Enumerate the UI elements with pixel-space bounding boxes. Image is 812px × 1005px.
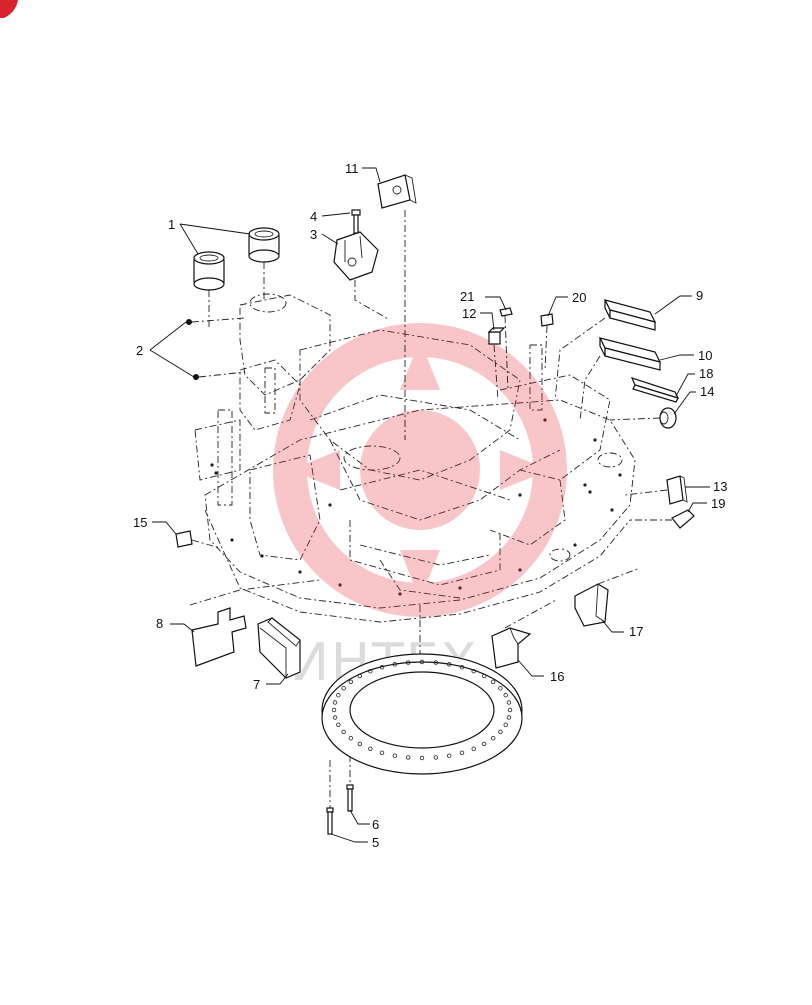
callout-16: 16 bbox=[550, 669, 564, 684]
callout-8: 8 bbox=[156, 616, 163, 631]
ring-bolt-hole bbox=[447, 753, 452, 758]
corner-badge-icon bbox=[0, 0, 18, 18]
ring-bolt-hole bbox=[331, 707, 337, 713]
callout-18: 18 bbox=[699, 366, 713, 381]
part-counterweight-16 bbox=[491, 599, 557, 669]
ring-bolt-hole bbox=[447, 662, 452, 667]
ring-bolt-hole bbox=[406, 755, 411, 760]
ring-bolt-hole bbox=[471, 669, 476, 674]
callout-13: 13 bbox=[713, 479, 727, 494]
callout-15: 15 bbox=[133, 515, 147, 530]
ring-bolt-hole bbox=[336, 693, 341, 698]
leader-lines bbox=[149, 167, 710, 843]
ring-bolt-hole bbox=[459, 750, 465, 755]
part-bracket-3 bbox=[333, 231, 391, 321]
part-bolt-6 bbox=[346, 784, 354, 812]
ring-bolt-hole bbox=[506, 715, 512, 720]
callout-12: 12 bbox=[462, 306, 476, 321]
callout-4: 4 bbox=[310, 209, 317, 224]
part-bolt-4 bbox=[351, 209, 361, 234]
part-strip-18 bbox=[630, 377, 680, 403]
part-bolt-5 bbox=[326, 807, 334, 835]
ring-bolt-hole bbox=[332, 715, 338, 720]
ring-bolt-hole bbox=[348, 679, 353, 684]
part-plate-11 bbox=[377, 174, 417, 440]
ring-bolt-hole bbox=[459, 665, 465, 670]
part-bar-10 bbox=[579, 337, 662, 421]
ring-bolt-hole bbox=[491, 736, 496, 741]
part-counterweight-17 bbox=[574, 567, 641, 627]
callout-5: 5 bbox=[372, 835, 379, 850]
ring-bolt-hole bbox=[336, 722, 341, 727]
ring-bolt-hole bbox=[506, 700, 512, 705]
watermark-logo bbox=[273, 323, 567, 617]
ring-bolt-hole bbox=[507, 707, 513, 713]
part-counterweight-7 bbox=[257, 617, 301, 679]
callout-9: 9 bbox=[696, 288, 703, 303]
part-counterweight-8 bbox=[189, 579, 321, 667]
callout-21: 21 bbox=[460, 289, 474, 304]
ring-bolt-hole bbox=[379, 665, 385, 670]
part-bushing-1 bbox=[193, 227, 280, 330]
ring-bolt-hole bbox=[368, 746, 373, 751]
ring-bolt-hole bbox=[368, 669, 373, 674]
callout-14: 14 bbox=[700, 384, 714, 399]
upper-frame bbox=[194, 293, 636, 820]
ring-bolt-hole bbox=[498, 729, 503, 734]
ring-bolt-hole bbox=[392, 753, 397, 758]
ring-bolt-hole bbox=[341, 729, 346, 734]
ring-bolt-hole bbox=[332, 700, 338, 705]
callout-11: 11 bbox=[345, 161, 359, 176]
ring-bolt-hole bbox=[419, 659, 425, 665]
ring-bolt-hole bbox=[482, 673, 487, 679]
callout-6: 6 bbox=[372, 817, 379, 832]
ring-bolt-hole bbox=[357, 741, 362, 747]
ring-bolt-hole bbox=[379, 750, 385, 755]
ring-bolt-hole bbox=[433, 755, 438, 760]
part-wedge-19 bbox=[630, 509, 695, 529]
callout-17: 17 bbox=[629, 624, 643, 639]
part-slewing-ring bbox=[321, 653, 523, 775]
ring-bolt-hole bbox=[419, 755, 425, 761]
part-bar-9 bbox=[554, 299, 657, 401]
part-block-21 bbox=[499, 307, 513, 391]
callout-1: 1 bbox=[168, 217, 175, 232]
ring-bolt-hole bbox=[482, 741, 487, 747]
callout-labels: 1 2 3 4 5 6 7 8 9 10 11 12 13 14 15 16 1… bbox=[133, 161, 727, 850]
ring-bolt-hole bbox=[471, 746, 476, 751]
ring-bolt-hole bbox=[503, 693, 508, 698]
ring-bolt-hole bbox=[357, 673, 362, 679]
ring-bolt-hole bbox=[341, 686, 346, 691]
ring-bolt-hole bbox=[348, 736, 353, 741]
ring-bolt-hole bbox=[406, 660, 411, 665]
part-block-13 bbox=[624, 475, 688, 505]
callout-2: 2 bbox=[136, 343, 143, 358]
part-pad-15 bbox=[175, 530, 221, 549]
ring-bolt-hole bbox=[491, 679, 496, 684]
callout-10: 10 bbox=[698, 348, 712, 363]
ring-bolt-hole bbox=[498, 686, 503, 691]
callout-19: 19 bbox=[711, 496, 725, 511]
part-grease-fitting-2 bbox=[186, 317, 246, 380]
part-roller-14 bbox=[609, 407, 677, 429]
part-block-12 bbox=[487, 327, 506, 401]
ring-bolt-hole bbox=[433, 660, 438, 665]
ring-bolt-hole bbox=[392, 662, 397, 667]
part-block-20 bbox=[540, 313, 554, 371]
callout-7: 7 bbox=[253, 677, 260, 692]
callout-3: 3 bbox=[310, 227, 317, 242]
ring-bolt-hole bbox=[503, 722, 508, 727]
callout-20: 20 bbox=[572, 290, 586, 305]
